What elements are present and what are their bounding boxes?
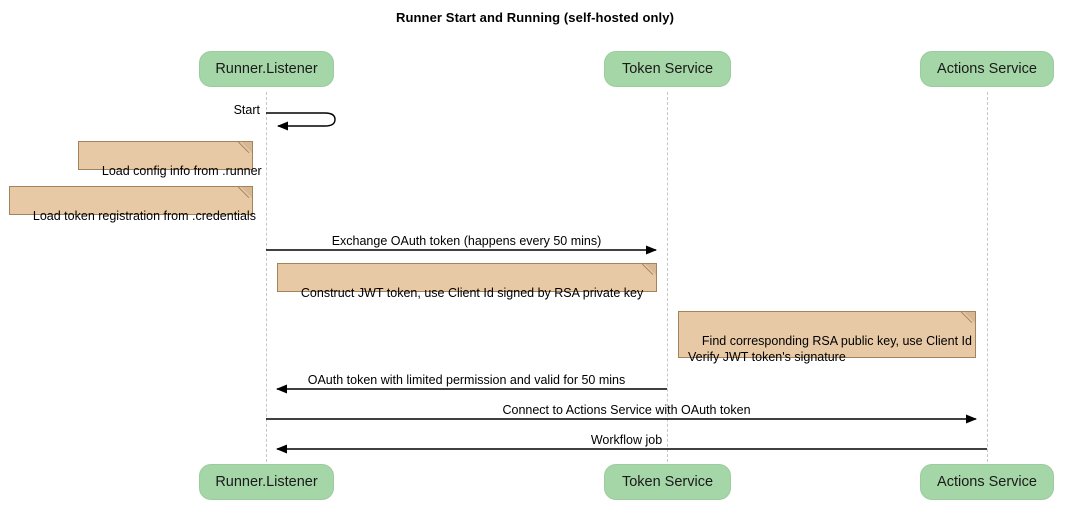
participant-actions-service-bottom[interactable]: Actions Service <box>920 464 1054 500</box>
message-label-exchange-oauth: Exchange OAuth token (happens every 50 m… <box>331 234 602 248</box>
message-label-start: Start <box>233 103 260 117</box>
participant-label: Actions Service <box>937 474 1037 490</box>
lifeline-runner <box>266 92 267 462</box>
note-text: Load config info from .runner <box>101 164 262 178</box>
note-verify-jwt[interactable]: Find corresponding RSA public key, use C… <box>678 311 976 364</box>
message-label-oauth-token-reply: OAuth token with limited permission and … <box>307 373 626 387</box>
note-load-token-registration[interactable]: Load token registration from .credential… <box>9 186 256 223</box>
message-start-arrow[interactable] <box>266 112 336 131</box>
participant-label: Runner.Listener <box>215 474 318 490</box>
participant-label: Token Service <box>621 474 714 490</box>
lifeline-token-service <box>667 92 668 462</box>
participant-label: Actions Service <box>937 61 1037 77</box>
note-fold-edge <box>238 186 253 201</box>
participant-runner-listener-bottom[interactable]: Runner.Listener <box>199 464 334 500</box>
message-label-connect-actions: Connect to Actions Service with OAuth to… <box>502 403 751 417</box>
note-fold-edge <box>238 141 253 156</box>
lifeline-actions-service <box>987 92 988 462</box>
diagram-title: Runner Start and Running (self-hosted on… <box>395 10 675 25</box>
participant-actions-service-top[interactable]: Actions Service <box>920 51 1054 87</box>
note-text: Find corresponding RSA public key, use C… <box>688 334 972 364</box>
note-load-config[interactable]: Load config info from .runner <box>78 141 262 178</box>
participant-label: Runner.Listener <box>215 61 318 77</box>
participant-token-service-top[interactable]: Token Service <box>604 51 731 87</box>
note-text: Construct JWT token, use Client Id signe… <box>300 286 644 300</box>
participant-token-service-bottom[interactable]: Token Service <box>604 464 731 500</box>
note-fold-edge <box>642 263 657 278</box>
message-label-workflow-job: Workflow job <box>590 433 663 447</box>
note-fold-edge <box>961 311 976 326</box>
note-text: Load token registration from .credential… <box>32 209 256 223</box>
participant-label: Token Service <box>621 61 714 77</box>
participant-runner-listener-top[interactable]: Runner.Listener <box>199 51 334 87</box>
note-construct-jwt[interactable]: Construct JWT token, use Client Id signe… <box>277 263 657 300</box>
